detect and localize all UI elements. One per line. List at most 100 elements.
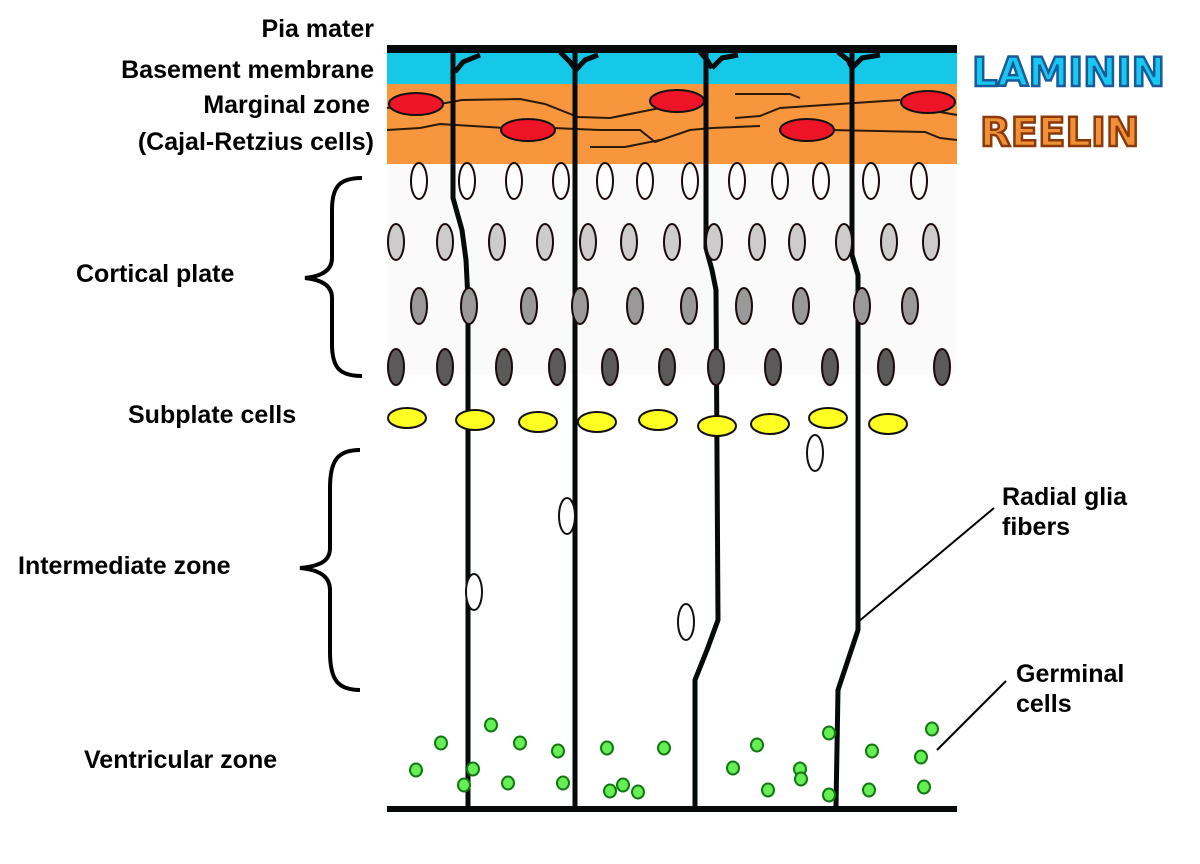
germinal-cell [513, 735, 527, 751]
cajal-retzius-axon [829, 129, 958, 141]
germinal-cell [794, 771, 808, 787]
radial-glia-fiber [836, 50, 855, 70]
cortical-plate-neuron [387, 348, 405, 386]
cajal-retzius-axons [386, 93, 958, 148]
ventricular-surface-line [387, 806, 957, 812]
germinal-cell [865, 743, 879, 759]
cortical-plate-neuron [792, 287, 810, 325]
cortical-plate-neuron [877, 348, 895, 386]
cortical-plate-neuron [901, 287, 919, 325]
label-ventricular-zone: Ventricular zone [84, 746, 278, 774]
cortical-plate-neuron [771, 162, 789, 200]
subplate-cell [697, 415, 737, 437]
cortical-plate-background [387, 164, 957, 374]
label-basement-membrane: Basement membrane [121, 56, 374, 84]
cortical-plate-neuron [579, 223, 597, 261]
germinal-cell [914, 749, 928, 765]
cortical-plate-neuron [663, 223, 681, 261]
cortical-plate-neuron [601, 348, 619, 386]
germinal-cell [600, 740, 614, 756]
cajal-retzius-cell [388, 92, 444, 116]
subplate-cell [387, 407, 427, 429]
cortical-plate-brace [304, 176, 363, 378]
laminin-label: LAMININ [972, 50, 1165, 96]
migrating-neuron [558, 497, 576, 535]
cortical-plate-neuron [410, 287, 428, 325]
germinal-cell [603, 783, 617, 799]
germinal-cell [917, 779, 931, 795]
germinal-cell [750, 737, 764, 753]
subplate-cell [808, 407, 848, 429]
label-cajal-retzius-cells: (Cajal-Retzius cells) [137, 128, 374, 156]
germinal-cell [556, 775, 570, 791]
germinal-cell [466, 761, 480, 777]
cortical-plate-neuron [812, 162, 830, 200]
cortical-plate-neuron [436, 348, 454, 386]
cortical-plate-neuron [735, 287, 753, 325]
cortical-plate-neuron [933, 348, 951, 386]
label-marginal-zone: Marginal zone [203, 91, 370, 119]
radial-glia-fiber [453, 52, 481, 74]
germinal-cells-leader-line [936, 680, 1007, 751]
cajal-retzius-axon [735, 93, 801, 99]
migrating-neuron [806, 434, 824, 472]
cortical-plate-neuron [880, 223, 898, 261]
cajal-retzius-axon [590, 139, 661, 148]
cortical-plate-neuron [922, 223, 940, 261]
cortical-plate-neuron [835, 223, 853, 261]
radial-glia-fiber [710, 52, 739, 70]
cortical-plate-neuron [910, 162, 928, 200]
intermediate-zone-brace [299, 448, 361, 692]
label-pia-mater: Pia mater [261, 15, 374, 43]
germinal-cell [726, 760, 740, 776]
cortical-plate-neuron [788, 223, 806, 261]
subplate-cell [868, 413, 908, 435]
cajal-retzius-axon [939, 111, 958, 116]
germinal-cell [761, 782, 775, 798]
label-germinal-line1: Germinal [1016, 660, 1125, 688]
subplate-cell [750, 413, 790, 435]
subplate-cell [455, 409, 495, 431]
cortical-plate-neuron [821, 348, 839, 386]
germinal-cell [657, 740, 671, 756]
germinal-cell [822, 787, 836, 803]
radial-glia-fiber [574, 52, 599, 72]
germinal-cell [631, 784, 645, 800]
cortical-plate-neuron [571, 287, 589, 325]
reelin-label: REELIN [980, 110, 1139, 156]
radial-glia-fiber [450, 52, 471, 806]
cortical-plate-neuron [658, 348, 676, 386]
germinal-cell [409, 762, 423, 778]
cajal-retzius-cell [649, 89, 705, 113]
cajal-retzius-cell [500, 118, 556, 142]
cortical-plate-neuron [410, 162, 428, 200]
radial-glia-fiber [850, 52, 881, 70]
cortical-plate-neuron [705, 223, 723, 261]
cortical-plate-neuron [681, 162, 699, 200]
cells [387, 89, 956, 803]
cortical-plate-neuron [436, 223, 454, 261]
radial-glia-fiber [692, 52, 721, 806]
cortical-plate-neuron [596, 162, 614, 200]
label-subplate-cells: Subplate cells [128, 401, 297, 429]
germinal-cell [616, 777, 630, 793]
cajal-retzius-axon [386, 97, 691, 120]
cajal-retzius-axon [734, 99, 901, 119]
cortical-plate-neuron [536, 223, 554, 261]
cortical-plate-neuron [680, 287, 698, 325]
label-intermediate-zone: Intermediate zone [18, 552, 231, 580]
cortical-plate-neuron [748, 223, 766, 261]
subplate-cell [577, 411, 617, 433]
radial-glia-fiber [558, 50, 578, 72]
cortical-plate-neuron [552, 162, 570, 200]
germinal-cell [484, 717, 498, 733]
cortical-plate-neuron [728, 162, 746, 200]
label-radial-glia-fibers: Radial glia fibers [1002, 482, 1127, 542]
pia-mater-line [387, 45, 957, 53]
cortical-plate-neuron [636, 162, 654, 200]
cortical-plate-neuron [548, 348, 566, 386]
germinal-cell [551, 743, 565, 759]
migrating-neuron [677, 603, 695, 641]
subplate-cell [638, 409, 678, 431]
germinal-cell [501, 775, 515, 791]
